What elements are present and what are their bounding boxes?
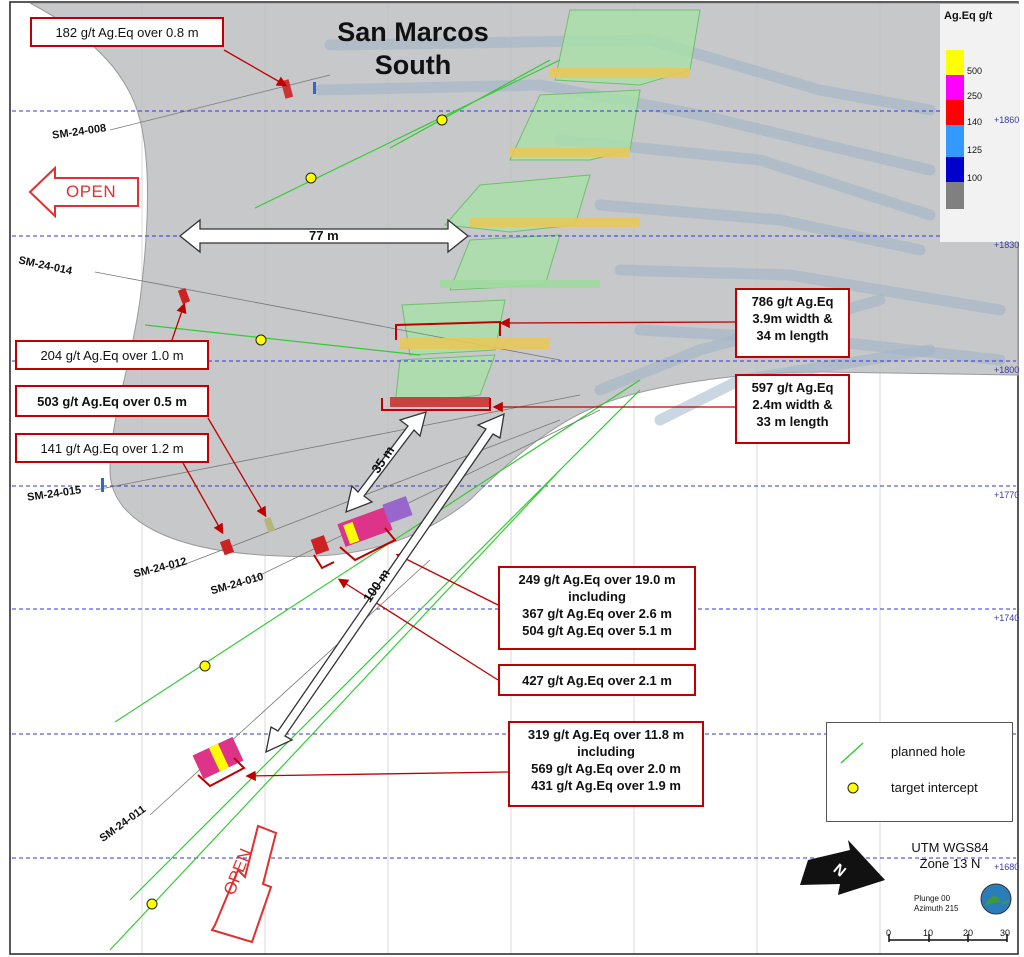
callout-249-line3: 367 g/t Ag.Eq over 2.6 m <box>522 606 672 621</box>
swatch-low <box>946 182 964 209</box>
assay-legend-title: Ag.Eq g/t <box>944 10 993 22</box>
swatch-label-500: 500 <box>967 66 983 76</box>
intercept-cylinders <box>101 79 413 780</box>
open-arrows <box>28 165 278 944</box>
callout-503: 503 g/t Ag.Eq over 0.5 m <box>15 385 209 417</box>
elevation-label: +1740 <box>994 613 1020 623</box>
section-title: San Marcos South <box>328 16 498 82</box>
legend-planned-hole: planned hole <box>891 744 966 759</box>
callout-141: 141 g/t Ag.Eq over 1.2 m <box>15 433 209 463</box>
vein-traces <box>314 34 1006 426</box>
legend-target-intercept: target intercept <box>891 780 978 795</box>
swatch-100 <box>946 157 964 182</box>
elevation-label: +1680 <box>994 862 1020 872</box>
title-line-1: San Marcos <box>337 17 489 47</box>
distance-77m: 77 m <box>309 228 339 243</box>
swatch-label-100: 100 <box>967 173 983 183</box>
callout-249-line2: including <box>568 589 626 604</box>
callout-249: 249 g/t Ag.Eq over 19.0 m including 367 … <box>498 566 696 650</box>
target-intercept-swatch <box>847 782 859 794</box>
callout-182: 182 g/t Ag.Eq over 0.8 m <box>30 17 224 47</box>
target-intercepts <box>146 114 448 910</box>
callout-597-line3: 33 m length <box>756 414 829 429</box>
swatch-label-125: 125 <box>967 145 983 155</box>
callout-319-line2: including <box>577 744 635 759</box>
projection-info: UTM WGS84 Zone 13 N <box>890 840 1010 872</box>
symbol-legend: planned hole target intercept <box>826 722 1013 822</box>
callout-597: 597 g/t Ag.Eq 2.4m width & 33 m length <box>735 374 850 444</box>
azimuth-label: Azimuth 215 <box>914 904 959 913</box>
elevation-label: +1860 <box>994 115 1020 125</box>
elevation-label: +1800 <box>994 365 1020 375</box>
callout-319: 319 g/t Ag.Eq over 11.8 m including 569 … <box>508 721 704 807</box>
callout-249-line1: 249 g/t Ag.Eq over 19.0 m <box>518 572 676 587</box>
open-label-west: OPEN <box>66 182 117 201</box>
title-line-2: South <box>374 50 452 80</box>
brackets <box>197 320 501 788</box>
symbol-legend-marks <box>840 742 864 794</box>
callout-786-line1: 786 g/t Ag.Eq <box>751 294 834 309</box>
callout-319-line4: 431 g/t Ag.Eq over 1.9 m <box>531 778 681 793</box>
scale-bar <box>888 934 1008 942</box>
swatch-500 <box>946 50 964 75</box>
assay-rows <box>390 68 690 407</box>
elevation-label: +1830 <box>994 240 1020 250</box>
plunge-label: Plunge 00 <box>914 894 951 903</box>
callout-597-line1: 597 g/t Ag.Eq <box>751 380 834 395</box>
callout-597-line2: 2.4m width & <box>752 397 833 412</box>
distance-arrows <box>178 218 505 754</box>
callout-204: 204 g/t Ag.Eq over 1.0 m <box>15 340 209 370</box>
callout-249-line4: 504 g/t Ag.Eq over 5.1 m <box>522 623 672 638</box>
callout-786: 786 g/t Ag.Eq 3.9m width & 34 m length <box>735 288 850 358</box>
swatch-label-250: 250 <box>967 91 983 101</box>
globe-land <box>985 896 1010 905</box>
callout-786-line3: 34 m length <box>756 328 829 343</box>
leader-arrows <box>171 49 736 782</box>
swatch-label-140: 140 <box>967 117 983 127</box>
projection-line-1: UTM WGS84 <box>911 840 989 855</box>
scale-tick-30: 30 <box>1000 928 1011 938</box>
north-arrow <box>800 840 885 895</box>
scale-tick-20: 20 <box>963 928 974 938</box>
scale-tick-0: 0 <box>886 928 892 938</box>
swatch-250 <box>946 75 964 100</box>
projection-line-2: Zone 13 N <box>919 856 981 871</box>
elevation-label: +1770 <box>994 490 1020 500</box>
planned-hole-swatch <box>840 742 864 764</box>
callout-786-line2: 3.9m width & <box>752 311 833 326</box>
swatch-140 <box>946 100 964 125</box>
swatch-125 <box>946 125 964 157</box>
view-orientation: Plunge 00 Azimuth 215 <box>914 894 958 914</box>
scale-tick-10: 10 <box>923 928 934 938</box>
callout-427: 427 g/t Ag.Eq over 2.1 m <box>498 664 696 696</box>
callout-319-line1: 319 g/t Ag.Eq over 11.8 m <box>527 727 685 742</box>
callout-319-line3: 569 g/t Ag.Eq over 2.0 m <box>531 761 681 776</box>
